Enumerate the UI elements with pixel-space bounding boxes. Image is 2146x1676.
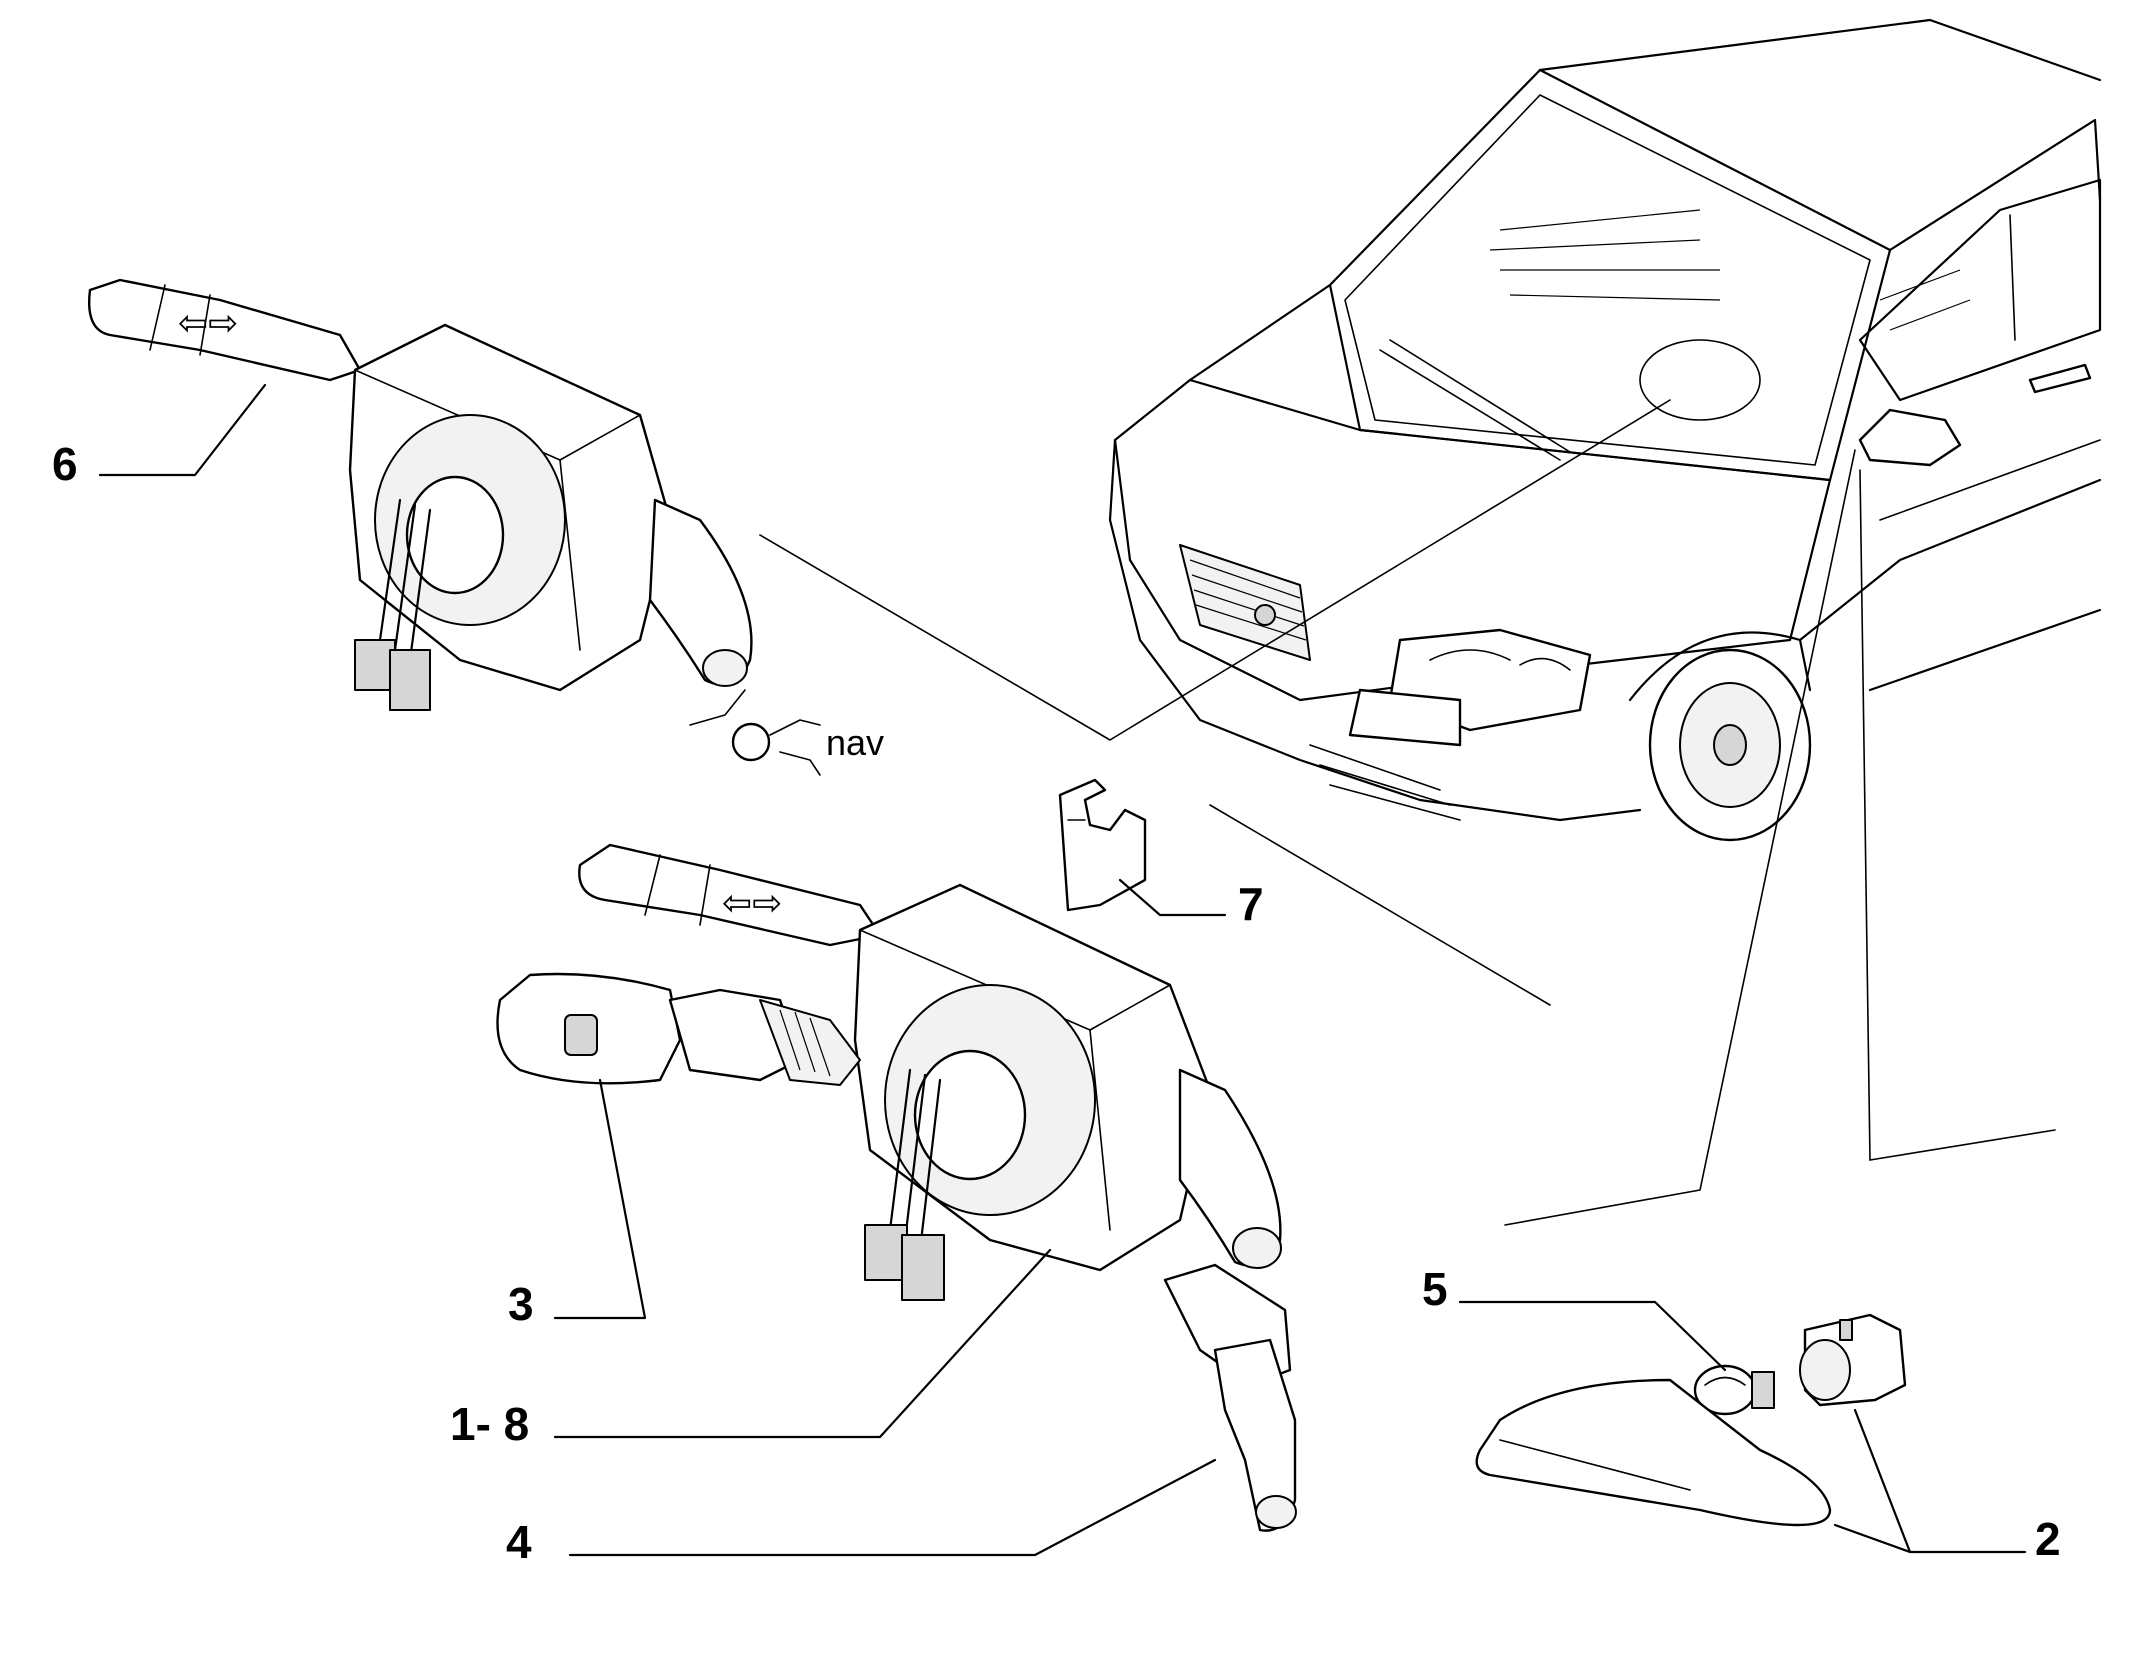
callout-6: 6: [52, 438, 78, 490]
callout-3: 3: [508, 1278, 534, 1330]
nav-cap: nav: [689, 689, 884, 776]
part-2-bulb-socket: [1799, 1313, 1907, 1407]
part-2-side-repeater: [1475, 1378, 1832, 1527]
callout-1-8: 1- 8: [450, 1398, 529, 1450]
part-4-switch: [1163, 1263, 1297, 1532]
stalk-symbols-6: ⇦⇨: [178, 302, 238, 343]
part-5-bulb: [1693, 1364, 1775, 1416]
stalk-symbols-1-8: ⇦⇨: [722, 882, 782, 923]
callout-2: 2: [2035, 1513, 2061, 1565]
part-6-switch-assembly: ⇦⇨: [88, 278, 753, 711]
callout-7: 7: [1238, 878, 1264, 930]
car-illustration: [1108, 18, 2102, 842]
part-1-8-switch-assembly: ⇦⇨: [578, 843, 1282, 1301]
nav-label: nav: [826, 722, 884, 763]
callout-5: 5: [1422, 1263, 1448, 1315]
part-7-bracket: [1058, 778, 1147, 912]
callout-4: 4: [506, 1516, 532, 1568]
callout-labels: 6 3 1- 8 4 5 7 2: [52, 438, 2061, 1568]
leader-lines: [98, 383, 2056, 1557]
part-3-switch: [496, 972, 861, 1086]
